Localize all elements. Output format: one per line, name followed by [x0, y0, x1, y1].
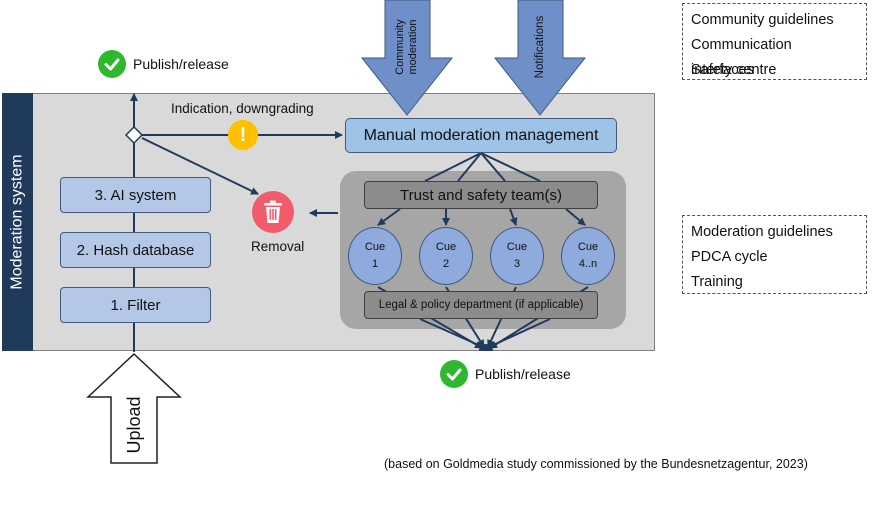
moderation-support-box: Moderation guidelines PDCA cycle Trainin…: [682, 215, 867, 294]
cue-label: Cue: [364, 241, 386, 253]
cue-label: Cue: [435, 241, 457, 253]
cue-3: Cue 3: [490, 227, 544, 285]
upload-label: Upload: [123, 396, 144, 454]
trash-icon: [252, 191, 294, 233]
support-item: Training: [691, 274, 743, 290]
check-icon-top: [98, 50, 126, 78]
warning-icon: !: [228, 120, 258, 150]
trust-safety-team-box: Trust and safety team(s): [364, 181, 598, 209]
cue-number: 2: [442, 258, 450, 270]
merge-point: [479, 344, 493, 351]
cue-4: Cue 4..n: [561, 227, 615, 285]
publish-release-bottom: Publish/release: [475, 366, 571, 382]
manual-moderation-box: Manual moderation management: [345, 118, 617, 153]
cue-1: Cue 1: [348, 227, 402, 285]
source-note: (based on Goldmedia study commissioned b…: [384, 457, 808, 471]
notifications-arrow: [493, 0, 587, 116]
guidelines-item: Safety centre: [691, 62, 777, 78]
check-icon-bottom: [440, 360, 468, 388]
support-item: Moderation guidelines: [691, 224, 833, 240]
cue-number: 1: [371, 258, 379, 270]
cue-label: Cue: [506, 241, 528, 253]
community-moderation-label: Community moderation: [394, 19, 419, 75]
cue-number: 3: [513, 258, 521, 270]
hash-database-stage: 2. Hash database: [60, 232, 211, 268]
filter-stage: 1. Filter: [60, 287, 211, 323]
cue-label: Cue: [577, 241, 599, 253]
ai-system-stage: 3. AI system: [60, 177, 211, 213]
community-moderation-label-wrap: Community moderation: [383, 8, 431, 88]
guidelines-item: Community guidelines: [691, 12, 834, 28]
guidelines-box: Community guidelines Communication inter…: [682, 3, 867, 80]
guidelines-item: Communication interfaces: [691, 37, 792, 78]
cue-2: Cue 2: [419, 227, 473, 285]
upload-arrow: [86, 352, 182, 464]
removal-label: Removal: [251, 239, 305, 254]
notifications-label: Notifications: [534, 15, 546, 79]
indication-downgrading-label: Indication, downgrading: [171, 101, 314, 116]
legal-policy-box: Legal & policy department (if applicable…: [364, 291, 598, 319]
support-item: PDCA cycle: [691, 249, 768, 265]
community-moderation-arrow: [360, 0, 454, 116]
upload-label-wrap: Upload: [97, 396, 171, 453]
publish-release-top: Publish/release: [133, 56, 229, 72]
cue-number: 4..n: [578, 258, 598, 270]
moderation-system-sidebar: Moderation system: [2, 93, 33, 351]
decision-diamond: [124, 125, 144, 145]
notifications-label-wrap: Notifications: [516, 8, 564, 88]
